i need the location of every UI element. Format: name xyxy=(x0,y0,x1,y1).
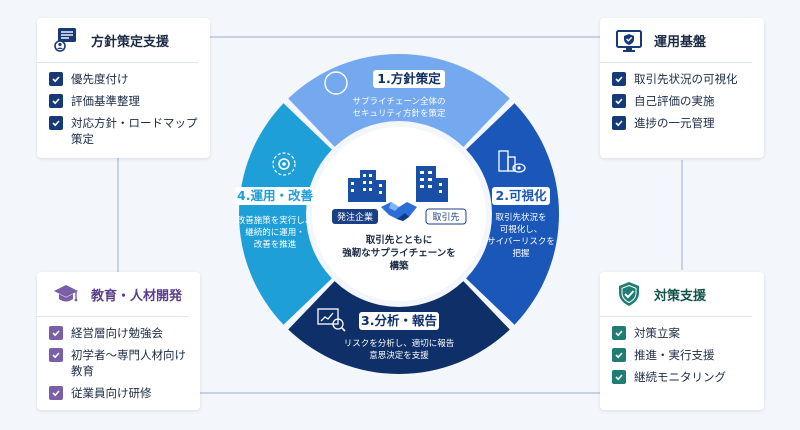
segment-desc-2-3: サイバーリスクを xyxy=(487,237,555,247)
card-policy-title: 方針策定支援 xyxy=(91,34,170,50)
segment-title-1: 1.方針策定 xyxy=(377,71,441,86)
card-policy: 方針策定支援 優先度付け 評価基準整理 対応方針・ロードマップ策定 xyxy=(37,18,210,158)
segment-title-bg xyxy=(492,187,550,205)
list-item: 取引先状況の可視化 xyxy=(612,71,756,87)
segment-desc-3-1: リスクを分析し、適切に報告 xyxy=(344,338,455,349)
item-label: 評価基準整理 xyxy=(71,94,140,108)
segment-title-3: 3.分析・報告 xyxy=(361,313,437,328)
supplier-badge: 取引先 xyxy=(432,211,459,223)
client-badge: 発注企業 xyxy=(337,211,373,223)
document-person-icon xyxy=(51,25,81,55)
card-education-list: 経営層向け勉強会 初学者〜専門人材向け教育 従業員向け研修 xyxy=(37,317,200,401)
card-operation-header: 運用基盤 xyxy=(600,18,752,63)
segment-desc-2-1: 取引先状況を xyxy=(495,212,546,223)
segment-desc-4-1: 改善施策を実行し、 xyxy=(237,215,314,226)
item-label: 従業員向け研修 xyxy=(71,386,152,400)
check-icon xyxy=(49,116,63,130)
segment-title-bg xyxy=(373,70,445,88)
item-label: 継続モニタリング xyxy=(634,370,726,384)
segment-desc-3-2: 意思決定を支援 xyxy=(369,350,429,361)
list-item: 従業員向け研修 xyxy=(49,385,192,401)
center-caption-3: 構築 xyxy=(389,260,409,272)
segment-title-4: 4.運用・改善 xyxy=(237,188,313,203)
shield-check-icon xyxy=(614,279,644,309)
segment-title-bg xyxy=(359,312,439,330)
item-label: 自己評価の実施 xyxy=(634,94,715,108)
item-label: 初学者〜専門人材向け教育 xyxy=(71,348,186,378)
client-building-icon xyxy=(348,170,386,202)
segment-desc-1-1: サプライチェーン全体の xyxy=(352,96,445,107)
buildings-eye-icon xyxy=(498,150,526,173)
segment-desc-4-3: 改善を推進 xyxy=(254,239,297,250)
list-item: 継続モニタリング xyxy=(612,369,756,385)
graduation-cap-icon xyxy=(51,279,81,309)
card-measures-list: 対策立案 推進・実行支援 継続モニタリング xyxy=(600,317,764,385)
segment-desc-1-2: セキュリティ方針を策定 xyxy=(353,108,446,119)
gear-cycle-icon xyxy=(272,152,296,176)
list-item: 自己評価の実施 xyxy=(612,93,756,109)
item-label: 取引先状況の可視化 xyxy=(634,72,738,86)
segment-desc-2-2: 可視化し、 xyxy=(500,224,543,235)
cycle-segment-4 xyxy=(239,103,332,325)
card-measures-header: 対策支援 xyxy=(600,272,752,317)
item-label: 経営層向け勉強会 xyxy=(71,326,163,340)
check-icon xyxy=(49,386,63,400)
check-icon xyxy=(612,72,626,86)
check-icon xyxy=(612,326,626,340)
list-item: 進捗の一元管理 xyxy=(612,115,756,131)
item-label: 対応方針・ロードマップ策定 xyxy=(71,116,198,146)
card-education: 教育・人材開発 経営層向け勉強会 初学者〜専門人材向け教育 従業員向け研修 xyxy=(37,272,200,410)
segment-title-2: 2.可視化 xyxy=(496,188,547,203)
check-icon xyxy=(612,116,626,130)
card-education-header: 教育・人材開発 xyxy=(37,272,188,317)
compass-icon xyxy=(324,71,348,95)
check-icon xyxy=(49,326,63,340)
center-caption-2: 強靭なサプライチェーンを xyxy=(342,247,456,259)
cycle-segment-1 xyxy=(288,53,510,147)
handshake-icon xyxy=(381,202,417,221)
item-label: 優先度付け xyxy=(71,72,129,86)
monitor-shield-icon xyxy=(614,25,644,55)
check-icon xyxy=(612,94,626,108)
list-item: 推進・実行支援 xyxy=(612,347,756,363)
center-caption-1: 取引先とともに xyxy=(366,234,433,246)
chart-magnifier-icon xyxy=(317,308,346,332)
list-item: 評価基準整理 xyxy=(49,93,202,109)
card-operation-title: 運用基盤 xyxy=(654,34,707,50)
segment-desc-4-2: 継続的に運用・ xyxy=(245,227,305,238)
card-measures: 対策支援 対策立案 推進・実行支援 継続モニタリング xyxy=(600,272,764,410)
card-education-title: 教育・人材開発 xyxy=(91,288,183,304)
check-icon xyxy=(612,348,626,362)
segment-desc-2-4: 把握 xyxy=(512,248,530,259)
check-icon xyxy=(612,370,626,384)
card-policy-header: 方針策定支援 xyxy=(37,18,198,63)
client-badge-bg xyxy=(332,209,378,224)
card-operation-list: 取引先状況の可視化 自己評価の実施 進捗の一元管理 xyxy=(600,63,764,131)
card-measures-title: 対策支援 xyxy=(654,288,707,304)
segment-title-bg xyxy=(235,187,315,205)
check-icon xyxy=(49,348,63,362)
item-label: 対策立案 xyxy=(634,326,680,340)
card-operation: 運用基盤 取引先状況の可視化 自己評価の実施 進捗の一元管理 xyxy=(600,18,764,158)
supplier-building-icon xyxy=(416,166,448,202)
card-policy-list: 優先度付け 評価基準整理 対応方針・ロードマップ策定 xyxy=(37,63,210,147)
list-item: 対応方針・ロードマップ策定 xyxy=(49,115,202,147)
list-item: 初学者〜専門人材向け教育 xyxy=(49,347,192,379)
item-label: 推進・実行支援 xyxy=(634,348,715,362)
cycle-segment-2 xyxy=(466,103,559,325)
list-item: 優先度付け xyxy=(49,71,202,87)
item-label: 進捗の一元管理 xyxy=(634,116,715,130)
supplier-badge-bg xyxy=(425,208,467,225)
list-item: 対策立案 xyxy=(612,325,756,341)
check-icon xyxy=(49,94,63,108)
check-icon xyxy=(49,72,63,86)
list-item: 経営層向け勉強会 xyxy=(49,325,192,341)
